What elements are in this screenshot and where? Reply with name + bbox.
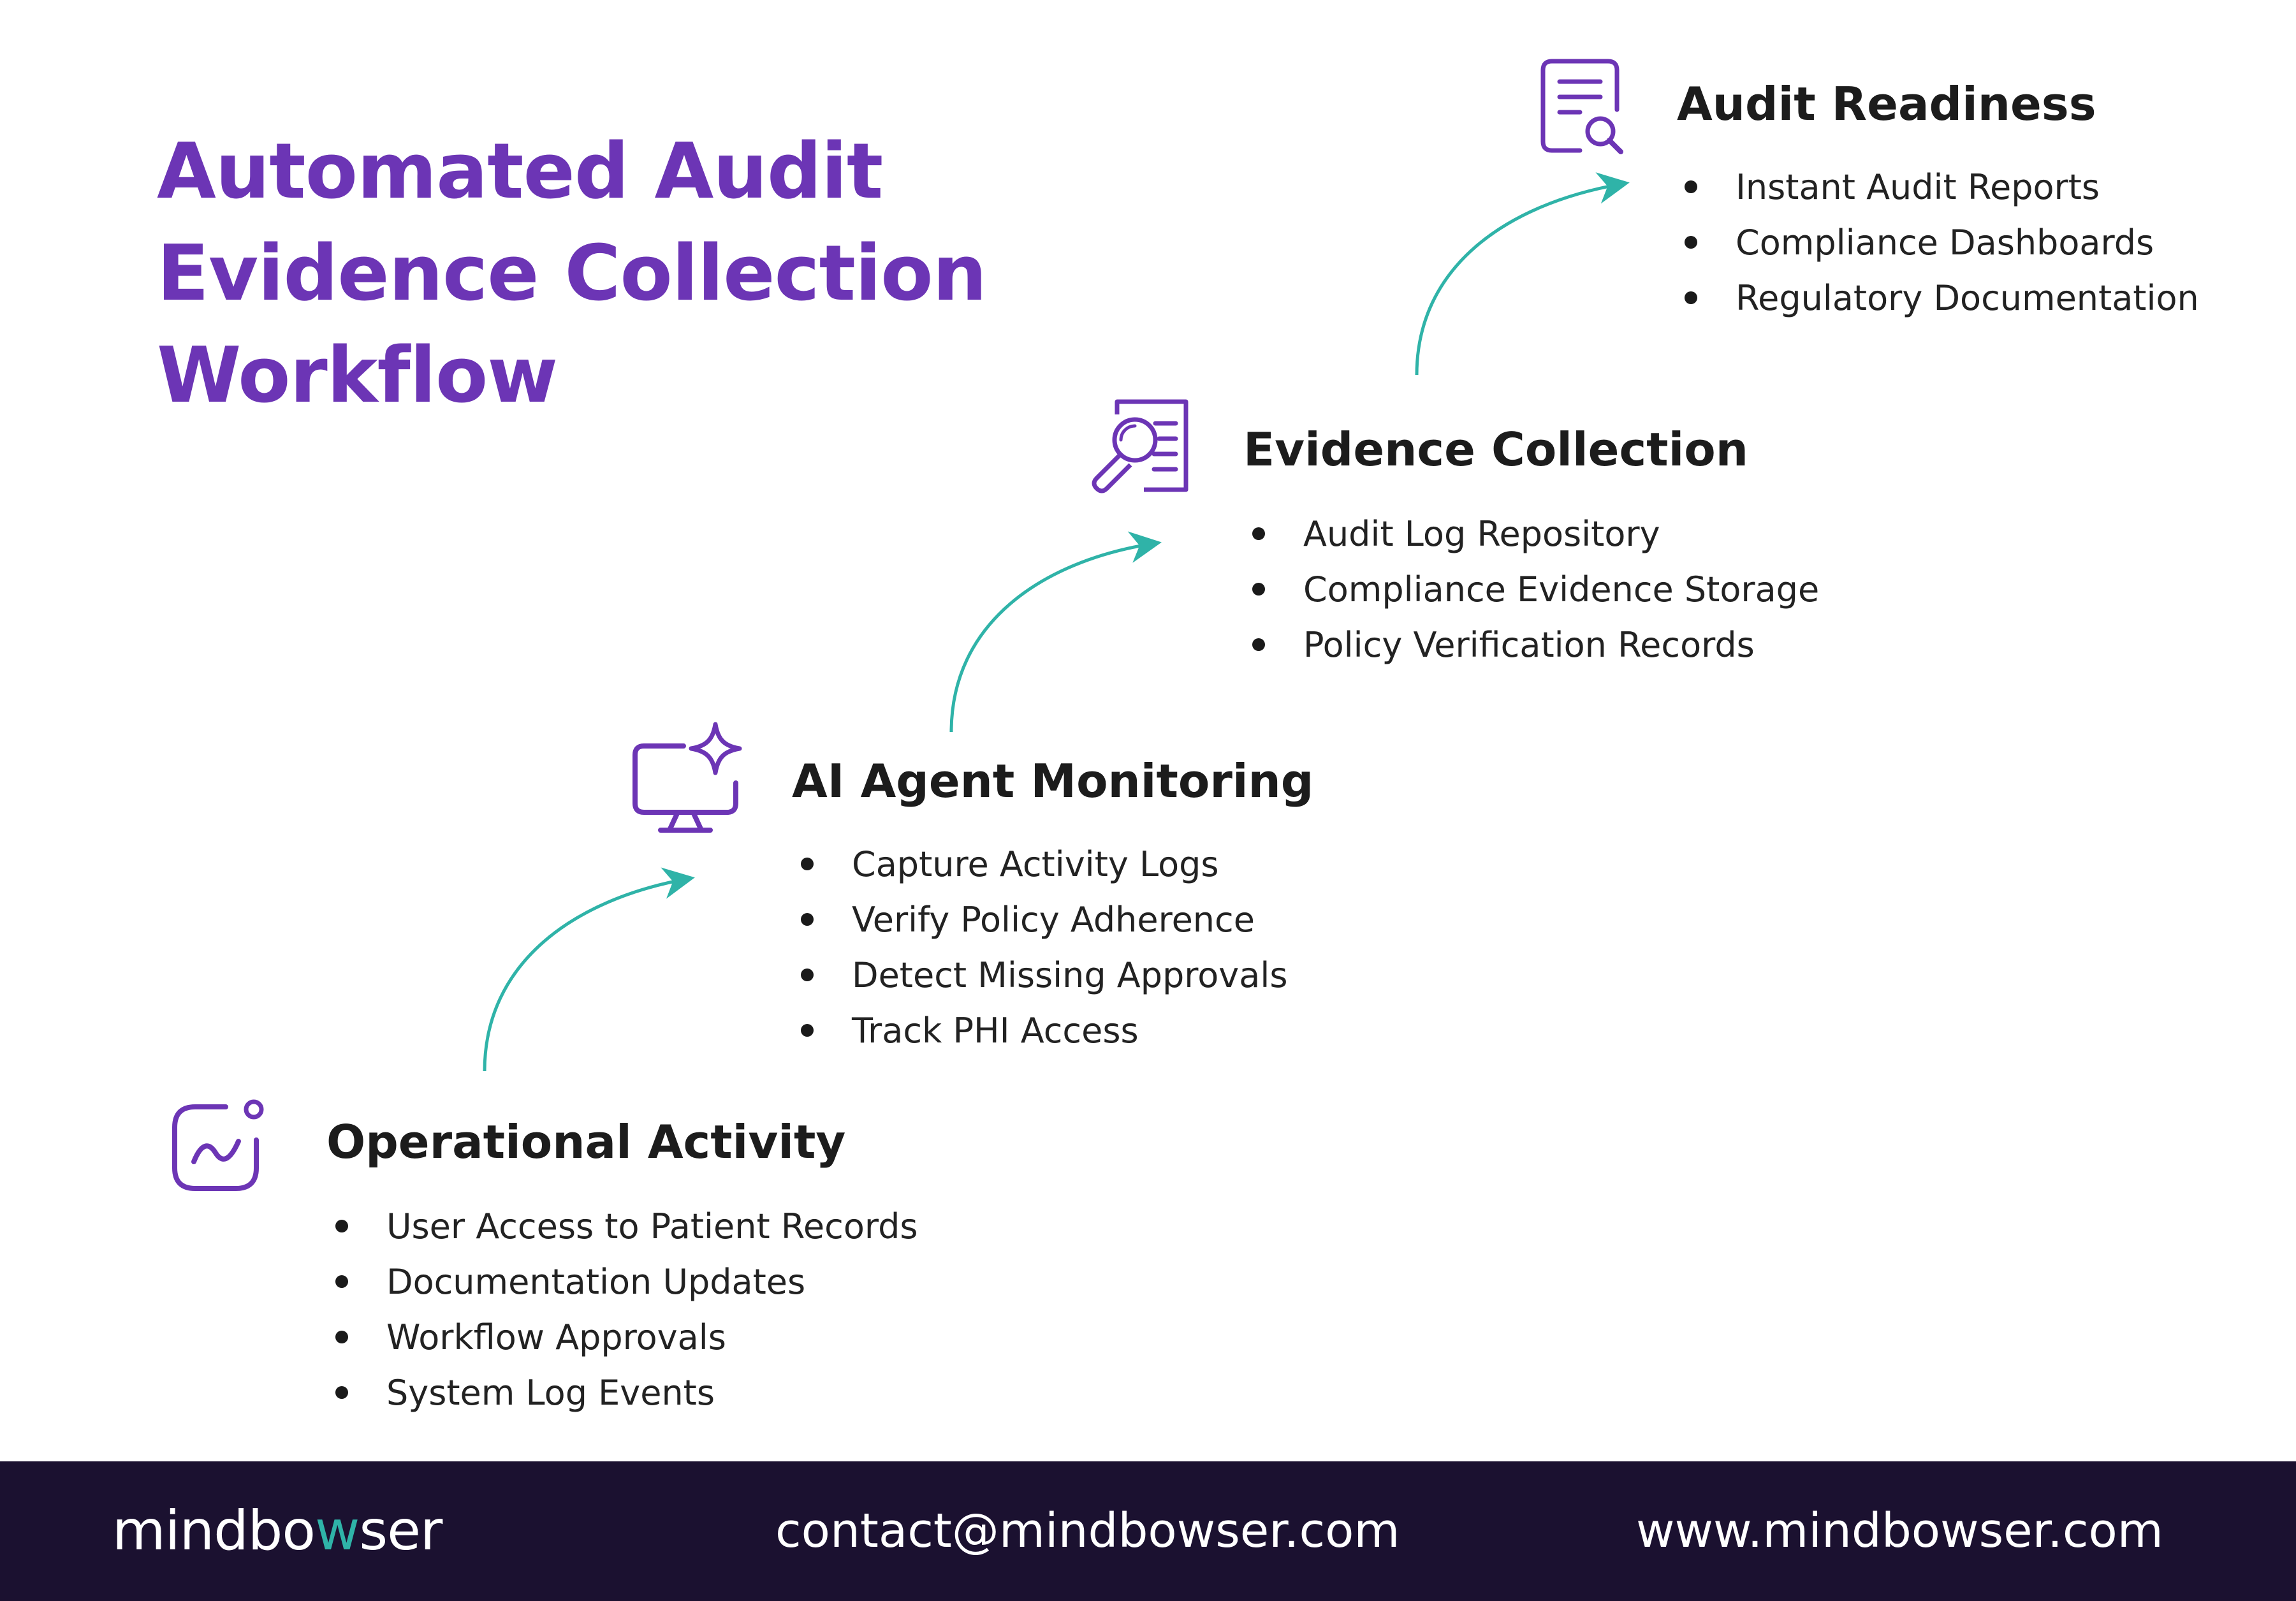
bullet-dot	[1685, 236, 1697, 249]
list-item: Capture Activity Logs	[801, 837, 1288, 892]
list-item: Documentation Updates	[335, 1254, 918, 1310]
report-search-icon	[1540, 59, 1623, 154]
stage-item-list: Capture Activity Logs Verify Policy Adhe…	[801, 837, 1288, 1058]
list-item: Detect Missing Approvals	[801, 947, 1288, 1003]
stage-title: AI Agent Monitoring	[792, 754, 1314, 808]
activity-chart-icon	[172, 1099, 264, 1191]
bullet-dot	[801, 969, 814, 981]
bullet-dot	[801, 913, 814, 926]
contact-email: contact@mindbowser.com	[775, 1503, 1400, 1558]
list-item: System Log Events	[335, 1365, 918, 1421]
footer-bar: mindbowser contact@mindbowser.com www.mi…	[0, 1461, 2296, 1601]
bullet-dot	[1685, 180, 1697, 193]
list-item: Workflow Approvals	[335, 1310, 918, 1365]
list-item: Regulatory Documentation	[1685, 270, 2199, 326]
bullet-dot	[335, 1386, 348, 1399]
list-item: Verify Policy Adherence	[801, 892, 1288, 947]
document-search-icon	[1092, 399, 1188, 493]
mindbowser-logo: mindbowser	[112, 1499, 442, 1563]
list-item: Compliance Evidence Storage	[1252, 562, 1819, 617]
bullet-dot	[801, 858, 814, 870]
page-title-line-2: Evidence Collection	[157, 230, 987, 318]
website-url: www.mindbowser.com	[1636, 1503, 2163, 1558]
bullet-dot	[1685, 291, 1697, 304]
list-item: Audit Log Repository	[1252, 506, 1819, 562]
stage-title: Operational Activity	[326, 1115, 846, 1169]
list-item: Policy Verification Records	[1252, 617, 1819, 673]
monitor-sparkle-icon	[632, 722, 742, 833]
list-item: Track PHI Access	[801, 1003, 1288, 1058]
page-title-line-1: Automated Audit	[157, 128, 883, 216]
stage-item-list: Audit Log Repository Compliance Evidence…	[1252, 506, 1819, 673]
bullet-dot	[1252, 638, 1265, 651]
workflow-connectors	[483, 172, 1630, 1072]
bullet-dot	[801, 1024, 814, 1037]
list-item: User Access to Patient Records	[335, 1199, 918, 1254]
list-item: Instant Audit Reports	[1685, 159, 2199, 215]
bullet-dot	[335, 1331, 348, 1343]
arrow-evidence-to-readiness	[1415, 172, 1630, 376]
stage-title: Audit Readiness	[1677, 77, 2096, 131]
bullet-dot	[335, 1220, 348, 1232]
page-title-line-3: Workflow	[157, 332, 558, 420]
arrow-operational-to-monitoring	[483, 867, 695, 1072]
stage-item-list: Instant Audit Reports Compliance Dashboa…	[1685, 159, 2199, 326]
bullet-dot	[1252, 583, 1265, 596]
stage-title: Evidence Collection	[1243, 423, 1748, 476]
stage-item-list: User Access to Patient Records Documenta…	[335, 1199, 918, 1421]
arrow-monitoring-to-evidence	[949, 531, 1162, 733]
bullet-dot	[1252, 527, 1265, 540]
bullet-dot	[335, 1275, 348, 1288]
page-title: Automated Audit Evidence Collection Work…	[157, 121, 1049, 427]
list-item: Compliance Dashboards	[1685, 215, 2199, 270]
